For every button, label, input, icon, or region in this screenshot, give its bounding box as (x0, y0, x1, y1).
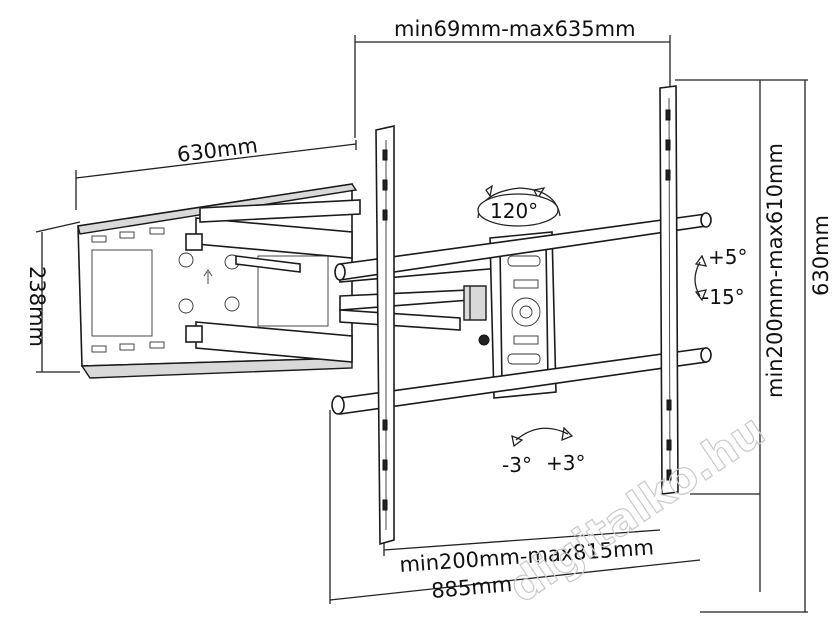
max-extension-label: 885mm (430, 572, 513, 603)
total-height-label: 630mm (809, 215, 833, 296)
vertical-brackets (375, 85, 679, 546)
dimension-lines (35, 35, 808, 613)
level-right-label: +3° (546, 451, 585, 475)
horizontal-rails (331, 212, 712, 415)
tilt-up-label: +5° (708, 245, 747, 269)
level-left-label: -3° (502, 453, 532, 477)
vesa-vertical-label: min200mm-max610mm (763, 143, 787, 398)
rotation-angle-label: 120° (490, 199, 538, 223)
watermark-text: digitalko.hu (500, 405, 774, 613)
tilt-down-label: -15° (702, 285, 745, 309)
rotation-badge: 120° (477, 193, 559, 227)
wall-plate-width-label: 630mm (176, 133, 259, 167)
vesa-horizontal-label: min69mm-max635mm (394, 17, 636, 41)
wall-plate-height-label: 238mm (25, 266, 49, 347)
